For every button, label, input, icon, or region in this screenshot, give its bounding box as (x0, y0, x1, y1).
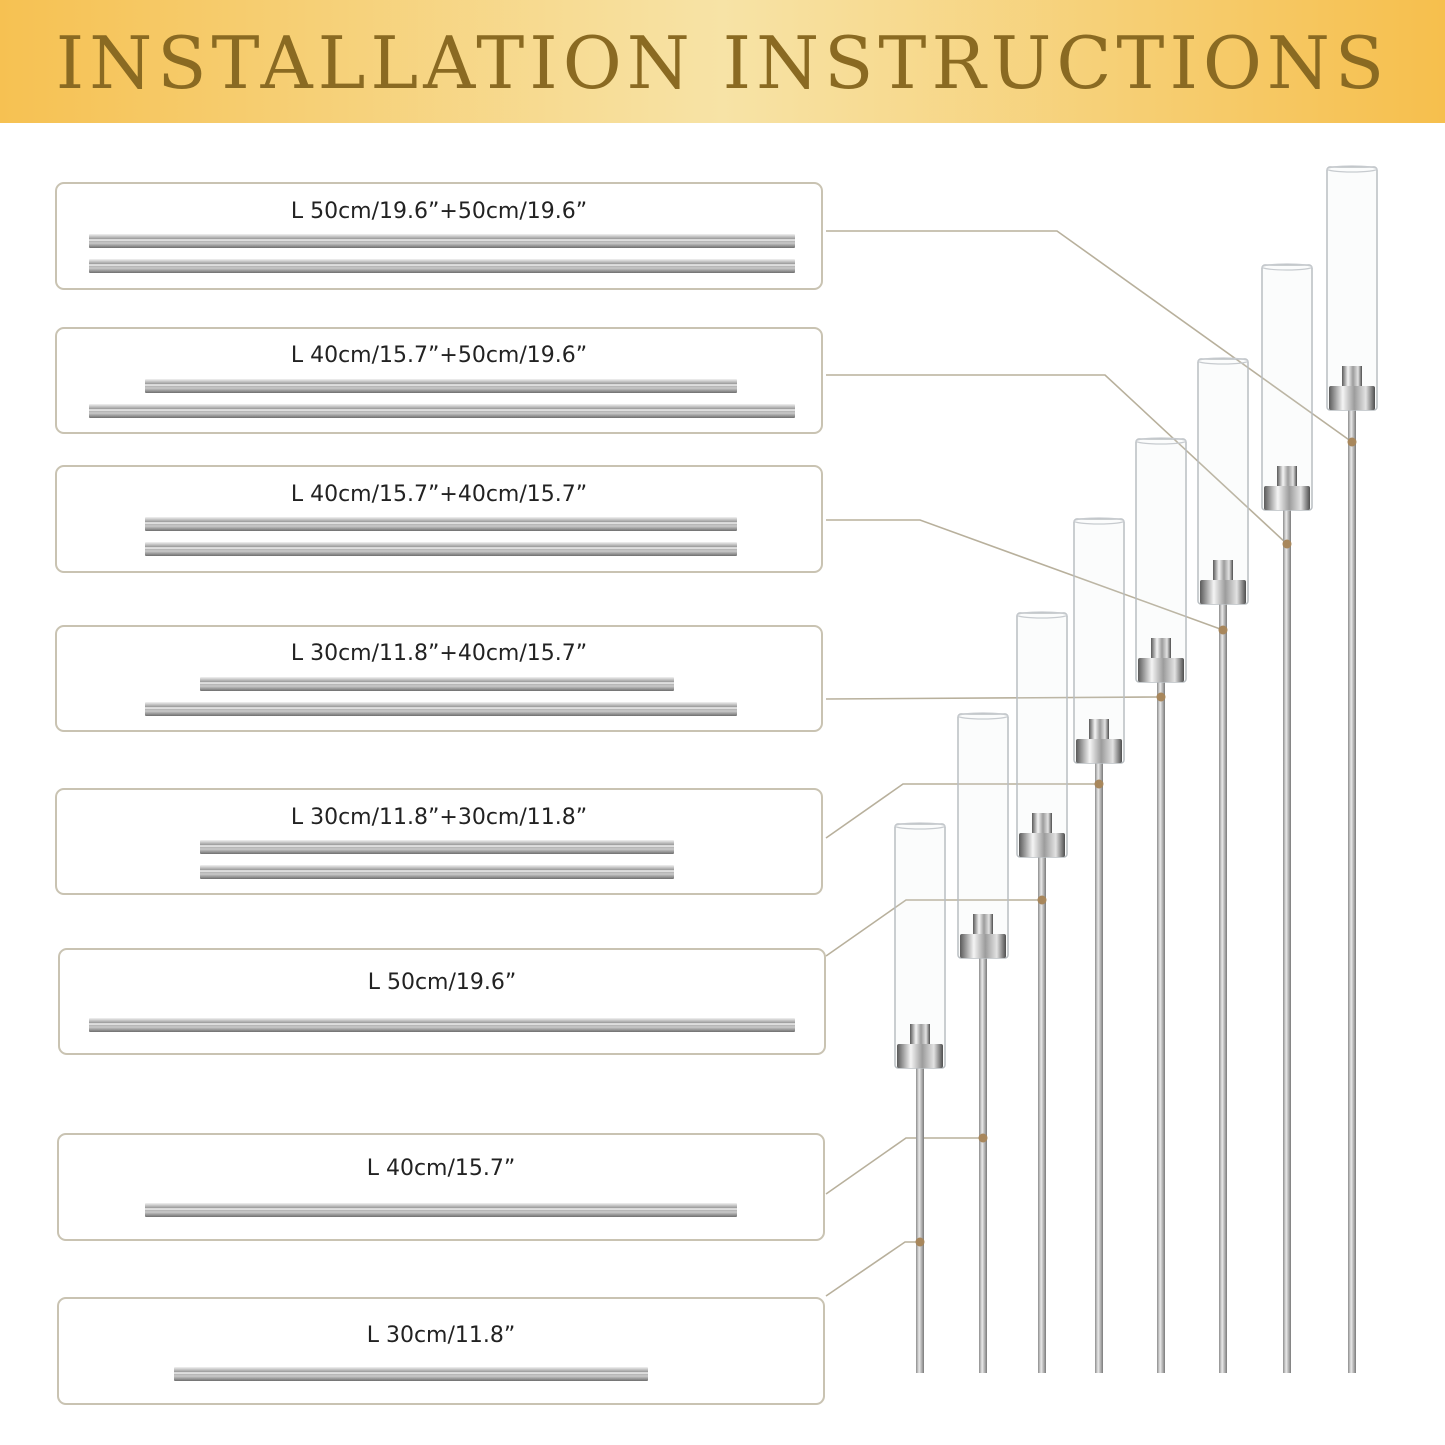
leader-line (825, 1137, 983, 1195)
glass-rim (1326, 165, 1378, 173)
metal-collar (897, 1044, 943, 1068)
joint-marker (1282, 539, 1292, 549)
torch (1073, 517, 1125, 1373)
rod-segment (145, 1203, 737, 1217)
wick-holder (1342, 366, 1362, 388)
rod-length-label: L 50cm/19.6” (367, 970, 517, 995)
rod-option-box (57, 1133, 825, 1241)
torch-pole (1219, 604, 1227, 1373)
rod-length-label: L 50cm/19.6”+50cm/19.6” (290, 199, 588, 224)
rod-length-label: L 30cm/11.8” (366, 1323, 516, 1348)
rod-length-label: L 40cm/15.7” (366, 1156, 516, 1181)
glass-rim (957, 712, 1009, 720)
metal-collar (1019, 833, 1065, 857)
rod-length-label: L 40cm/15.7”+50cm/19.6” (290, 343, 588, 368)
leader-line (825, 696, 1162, 700)
metal-collar (1076, 739, 1122, 763)
wick-holder (1213, 560, 1233, 582)
rod-segment (145, 379, 737, 393)
glass-rim (1135, 437, 1187, 445)
rod-option-box (55, 182, 823, 290)
torch (1261, 263, 1313, 1373)
rod-segment (89, 259, 795, 273)
joint-marker (1094, 779, 1104, 789)
torch (957, 712, 1009, 1373)
glass-rim (894, 822, 946, 830)
wick-holder (910, 1024, 930, 1046)
glass-rim (1261, 263, 1313, 271)
rod-segment (89, 404, 795, 418)
rod-option-box (55, 625, 823, 732)
header-banner: INSTALLATION INSTRUCTIONS (0, 0, 1445, 123)
rod-option-box (58, 948, 826, 1055)
joint-marker (1347, 437, 1357, 447)
rod-option-box (55, 327, 823, 434)
rod-segment (145, 517, 737, 531)
torch-pole (1038, 857, 1046, 1373)
rod-segment (89, 1018, 795, 1032)
metal-collar (960, 934, 1006, 958)
torch (1016, 611, 1068, 1373)
rod-segment (200, 677, 674, 691)
option-box-frame (57, 1133, 825, 1241)
rod-option-box (55, 465, 823, 573)
joint-marker (1218, 625, 1228, 635)
glass-rim (1197, 357, 1249, 365)
glass-rim (1073, 517, 1125, 525)
torch-pole (916, 1068, 924, 1373)
option-box-frame (58, 948, 826, 1055)
rod-segment (200, 840, 674, 854)
torch-pole (1283, 510, 1291, 1373)
rod-segment (174, 1367, 648, 1381)
option-box-frame (57, 1297, 825, 1405)
rod-segment (145, 702, 737, 716)
leader-line (826, 374, 1288, 545)
wick-holder (1089, 719, 1109, 741)
torch-pole (979, 958, 987, 1373)
leader-line (826, 519, 1224, 631)
leader-line (825, 899, 1042, 957)
joint-marker (1156, 692, 1166, 702)
metal-collar (1329, 386, 1375, 410)
torch-pole (1157, 682, 1165, 1373)
wick-holder (1032, 813, 1052, 835)
leader-line (825, 1241, 920, 1297)
wick-holder (1277, 466, 1297, 488)
page-title: INSTALLATION INSTRUCTIONS (55, 21, 1390, 105)
joint-marker (1037, 895, 1047, 905)
metal-collar (1138, 658, 1184, 682)
metal-collar (1264, 486, 1310, 510)
leader-line (825, 783, 1099, 839)
glass-rim (1016, 611, 1068, 619)
torch (1326, 165, 1378, 1373)
rod-length-label: L 30cm/11.8”+40cm/15.7” (290, 641, 588, 666)
torch (894, 822, 946, 1373)
joint-marker (978, 1133, 988, 1143)
wick-holder (973, 914, 993, 936)
rod-segment (145, 542, 737, 556)
joint-marker (915, 1237, 925, 1247)
torch-pole (1095, 763, 1103, 1373)
rod-length-label: L 30cm/11.8”+30cm/11.8” (290, 805, 588, 830)
metal-collar (1200, 580, 1246, 604)
rod-option-box (55, 788, 823, 895)
torch (1135, 437, 1187, 1373)
rod-option-box (57, 1297, 825, 1405)
rod-segment (200, 865, 674, 879)
rod-length-label: L 40cm/15.7”+40cm/15.7” (290, 482, 588, 507)
leader-line (826, 230, 1353, 443)
torch (1197, 357, 1249, 1373)
rod-segment (89, 234, 795, 248)
wick-holder (1151, 638, 1171, 660)
torch-pole (1348, 410, 1356, 1373)
